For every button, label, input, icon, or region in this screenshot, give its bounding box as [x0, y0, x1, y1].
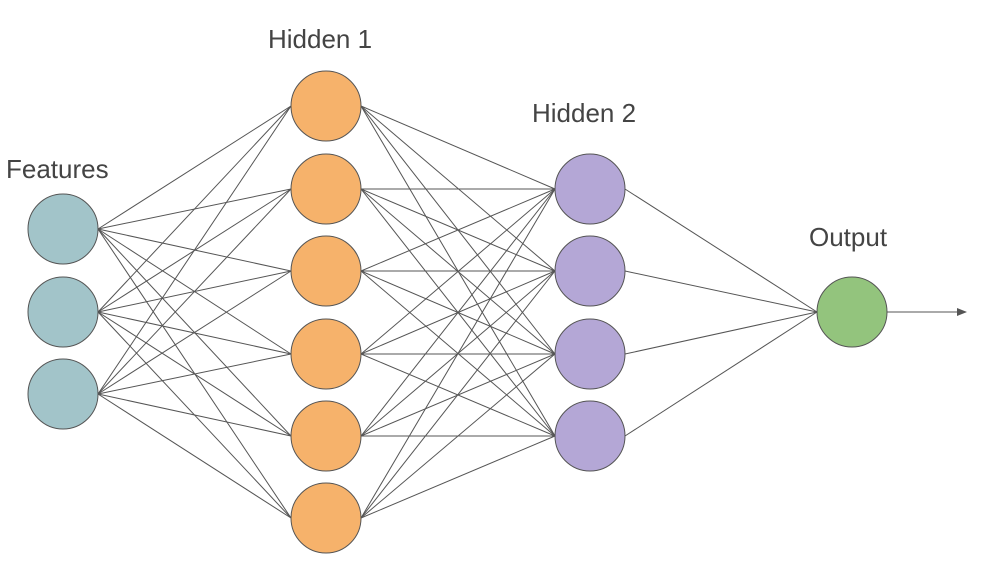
edge-features-3-to-hidden-1-6: [97, 393, 292, 519]
edge-hidden-1-6-to-hidden-2-2: [360, 270, 556, 519]
node-features-2: [27, 276, 99, 348]
connections: [97, 105, 967, 519]
edge-hidden-1-5-to-hidden-2-1: [360, 188, 556, 437]
edge-hidden-1-3-to-hidden-2-1: [360, 188, 556, 272]
edge-hidden-2-1-to-output-1: [624, 188, 818, 313]
edge-hidden-1-4-to-hidden-2-1: [360, 188, 556, 355]
node-hidden-2-4: [554, 400, 626, 472]
node-features-1: [27, 193, 99, 265]
layer-label-output: Output: [809, 222, 888, 252]
node-hidden-1-5: [290, 400, 362, 472]
layer-label-hidden-1: Hidden 1: [268, 24, 372, 54]
edge-features-3-to-hidden-1-1: [97, 105, 292, 395]
edge-features-2-to-hidden-1-1: [97, 105, 292, 313]
node-hidden-1-3: [290, 235, 362, 307]
layer-labels: Features Hidden 1 Hidden 2 Output: [6, 24, 888, 252]
node-output-1: [816, 276, 888, 348]
node-hidden-1-2: [290, 153, 362, 225]
neurons: [27, 70, 888, 554]
edge-hidden-1-6-to-hidden-2-1: [360, 188, 556, 519]
edge-hidden-1-6-to-hidden-2-4: [360, 435, 556, 519]
edge-features-3-to-hidden-1-5: [97, 393, 292, 437]
node-hidden-2-1: [554, 153, 626, 225]
node-hidden-2-2: [554, 235, 626, 307]
edge-features-3-to-hidden-1-2: [97, 188, 292, 395]
node-hidden-1-4: [290, 318, 362, 390]
edge-features-3-to-hidden-1-3: [97, 270, 292, 395]
node-hidden-1-1: [290, 70, 362, 142]
node-features-3: [27, 358, 99, 430]
edge-hidden-2-4-to-output-1: [624, 311, 818, 437]
edge-hidden-2-2-to-output-1: [624, 270, 818, 313]
edge-hidden-2-3-to-output-1: [624, 311, 818, 355]
layer-label-features: Features: [6, 154, 109, 184]
edge-hidden-1-1-to-hidden-2-1: [360, 105, 556, 190]
edge-features-1-to-hidden-1-1: [97, 105, 292, 230]
node-hidden-2-3: [554, 318, 626, 390]
edge-hidden-1-6-to-hidden-2-3: [360, 353, 556, 519]
node-hidden-1-6: [290, 482, 362, 554]
edge-features-3-to-hidden-1-4: [97, 353, 292, 395]
layer-label-hidden-2: Hidden 2: [532, 98, 636, 128]
